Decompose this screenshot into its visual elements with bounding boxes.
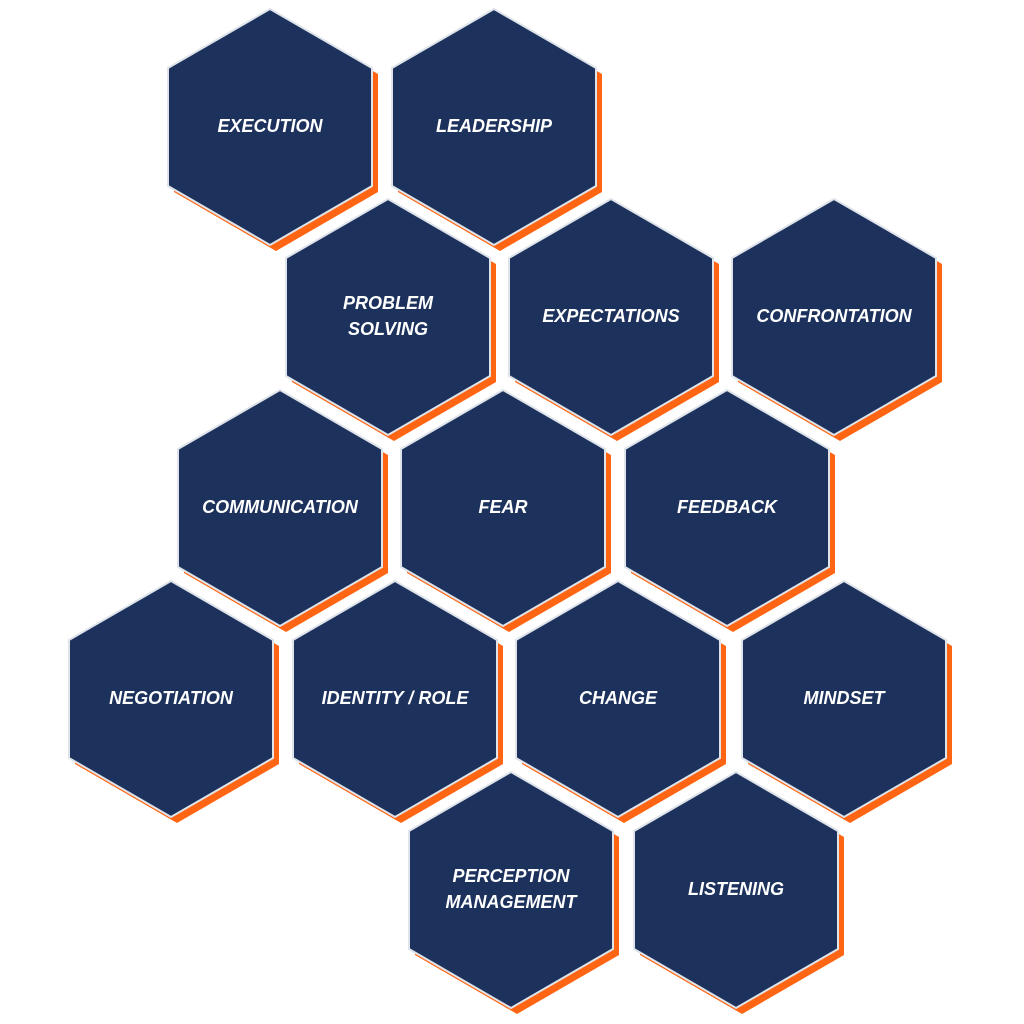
hexagon-label: CONFRONTATION (756, 306, 912, 326)
hexagon-feedback: FEEDBACK (624, 388, 835, 632)
hexagon-label: PROBLEM (343, 293, 434, 313)
hexagon-shape (731, 197, 937, 437)
hexagon-communication: COMMUNICATION (177, 388, 388, 632)
hexagon-expectations: EXPECTATIONS (508, 197, 719, 441)
hexagon-problem-solving: PROBLEM SOLVING (285, 197, 496, 441)
hexagon-label: FEEDBACK (677, 497, 779, 517)
hexagon-shape (624, 388, 830, 628)
hexagon-shape (633, 770, 839, 1010)
hexagon-perception-management: PERCEPTION MANAGEMENT (408, 770, 619, 1014)
hexagon-confrontation: CONFRONTATION (731, 197, 942, 441)
hexagon-label: MINDSET (804, 688, 887, 708)
hexagon-label: LISTENING (688, 879, 784, 899)
hexagon-listening: LISTENING (633, 770, 844, 1014)
hexagon-shape (408, 770, 614, 1010)
hexagon-change: CHANGE (515, 579, 726, 823)
hexagon-identity-role: IDENTITY / ROLE (292, 579, 503, 823)
hexagon-label: MANAGEMENT (446, 892, 579, 912)
hexagon-mindset: MINDSET (741, 579, 952, 823)
hexagon-shape (167, 7, 373, 247)
hexagon-label: EXPECTATIONS (542, 306, 679, 326)
hexagon-fear: FEAR (400, 388, 611, 632)
hexagon-label: SOLVING (348, 319, 428, 339)
hexagon-label: COMMUNICATION (202, 497, 359, 517)
hexagon-label: EXECUTION (217, 116, 323, 136)
hexagon-shape (68, 579, 274, 819)
hexagon-shape (391, 7, 597, 247)
hexagon-execution: EXECUTION (167, 7, 378, 251)
hexagon-shape (285, 197, 491, 437)
hexagon-shape (741, 579, 947, 819)
hexagon-negotiation: NEGOTIATION (68, 579, 279, 823)
hexagon-shape (177, 388, 383, 628)
hexagon-shape (508, 197, 714, 437)
hexagon-label: IDENTITY / ROLE (322, 688, 470, 708)
hexagon-shape (515, 579, 721, 819)
hexagon-label: NEGOTIATION (109, 688, 234, 708)
hexagon-label: LEADERSHIP (436, 116, 553, 136)
hexagon-shape (400, 388, 606, 628)
hexagon-label: FEAR (479, 497, 528, 517)
hexagon-leadership: LEADERSHIP (391, 7, 602, 251)
hexagon-shape (292, 579, 498, 819)
hexagon-label: PERCEPTION (452, 866, 570, 886)
hexagon-label: CHANGE (579, 688, 658, 708)
